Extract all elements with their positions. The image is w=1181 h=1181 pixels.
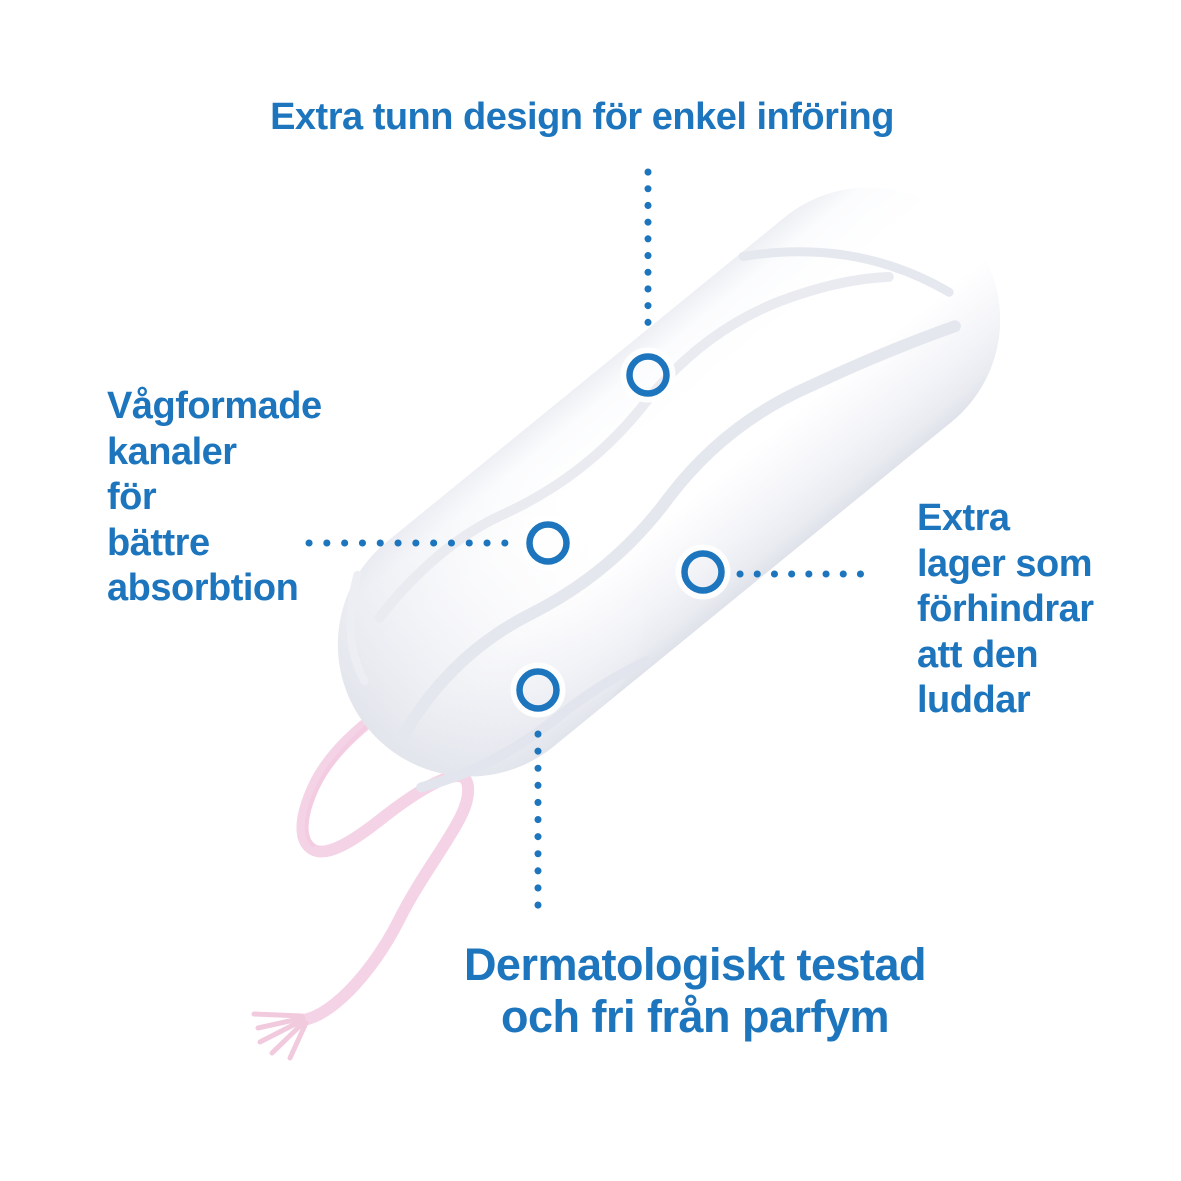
- callout-ring-left: [526, 521, 570, 565]
- callout-ring-halo: [510, 662, 566, 718]
- callout-left-line: kanaler: [107, 430, 237, 473]
- tampon-body: [337, 187, 1001, 793]
- callout-right-line: förhindrar: [917, 588, 1094, 630]
- callout-right-line: lager som: [917, 542, 1093, 585]
- callout-top-label: Extra tunn design för enkel införing: [270, 96, 894, 138]
- callout-left-line: bättre: [107, 521, 210, 564]
- callout-ring-bottom: [516, 668, 560, 712]
- callout-ring-right: [681, 550, 725, 594]
- callout-right-line: Extra: [917, 497, 1010, 539]
- callout-ring-top: [626, 353, 670, 397]
- callout-bottom-label: Dermatologiskt testad och fri från parfy…: [395, 939, 995, 1043]
- callout-ring-halo: [520, 515, 576, 571]
- callout-right-line: att den: [917, 633, 1039, 676]
- string-fringe: [251, 1011, 309, 1061]
- callout-bottom-line: Dermatologiskt testad: [463, 939, 927, 990]
- callout-right-line: luddar: [917, 679, 1031, 721]
- callout-left-line: absorbtion: [107, 567, 299, 609]
- wave-channels: [346, 247, 961, 793]
- callout-left-label: Vågformade kanaler för bättre absorbtion: [107, 384, 322, 612]
- callout-ring-halo: [675, 544, 731, 600]
- callout-right-label: Extra lager som förhindrar att den ludda…: [917, 496, 1094, 724]
- callout-left-line: för: [107, 476, 157, 518]
- callout-left-line: Vågformade: [107, 385, 322, 427]
- callout-ring-halo: [620, 347, 676, 403]
- callout-bottom-line: och fri från parfym: [500, 991, 890, 1042]
